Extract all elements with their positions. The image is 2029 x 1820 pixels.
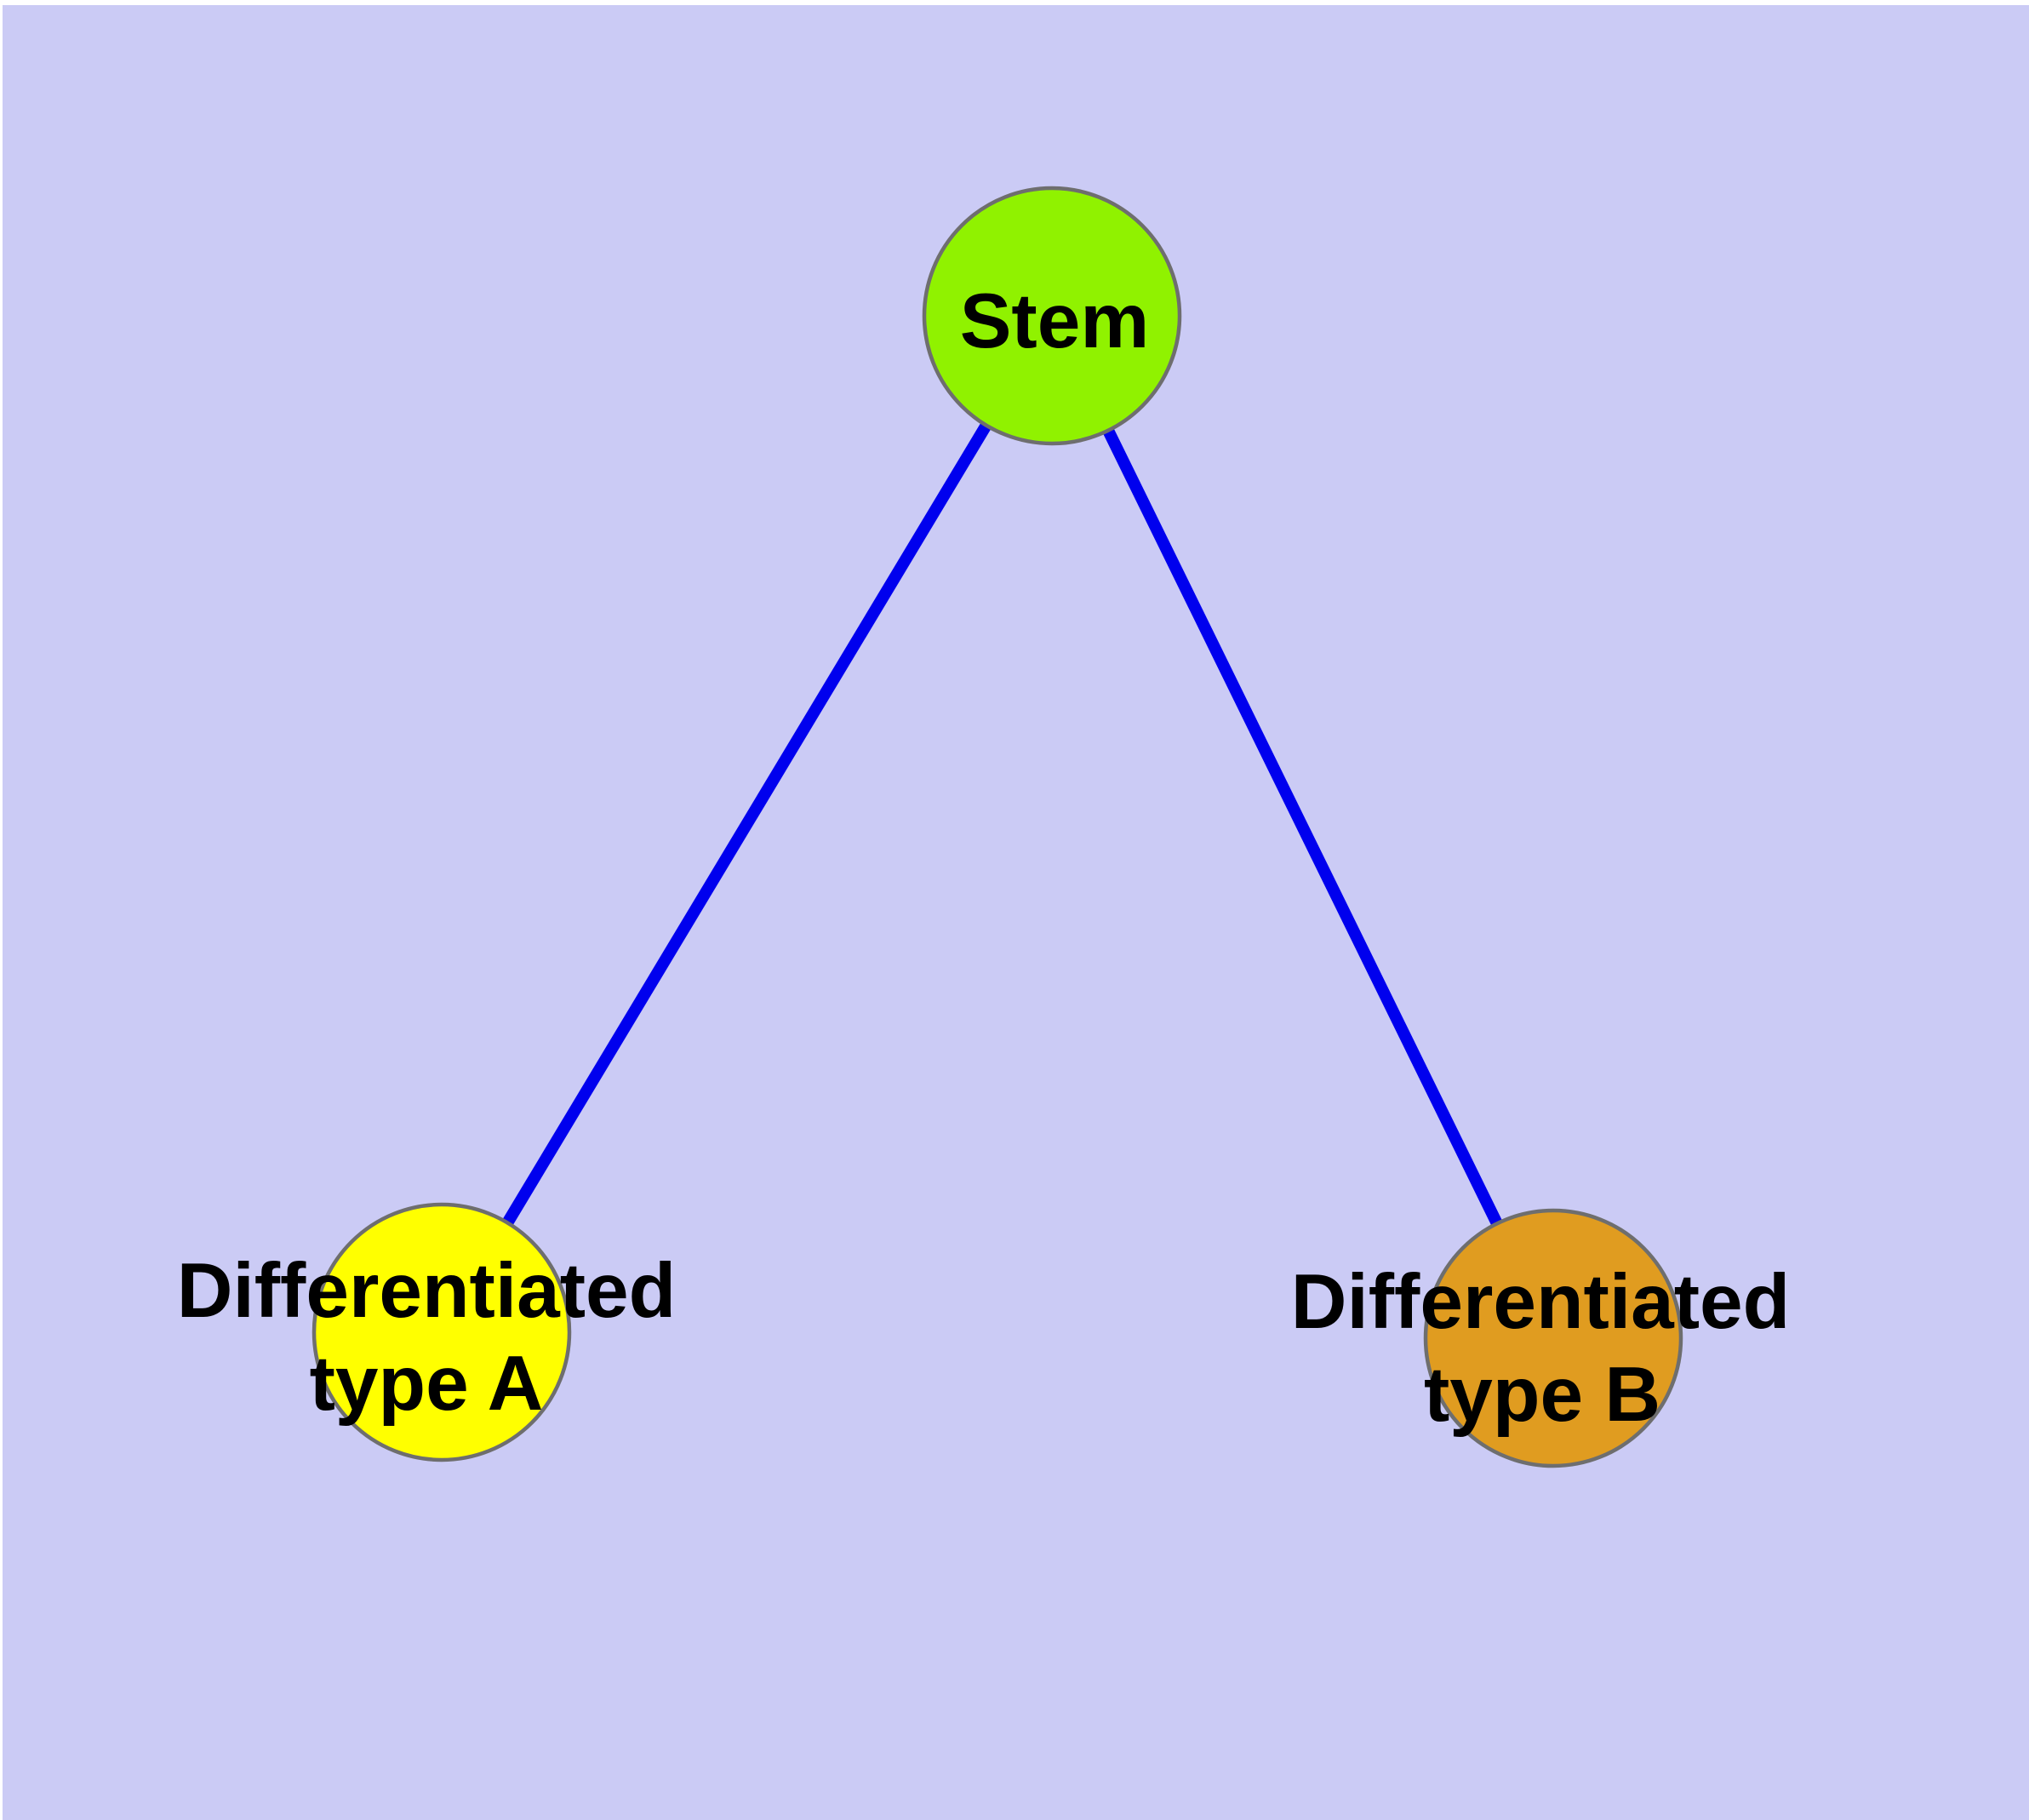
node-type-a-label-line2: type A (310, 1341, 544, 1427)
node-stem: Stem (922, 186, 1182, 446)
node-type-b-circle (1423, 1208, 1683, 1468)
edges (436, 312, 1559, 1342)
node-stem-label: Stem (960, 278, 1150, 364)
node-type-a-label-line1: Differentiated (177, 1248, 677, 1334)
edge-stem-to-type-b (1046, 312, 1559, 1342)
node-differentiated-type-b: Differentiated type B (1291, 1208, 1791, 1468)
node-differentiated-type-a: Differentiated type A (177, 1202, 677, 1462)
edge-stem-to-type-a (436, 312, 1058, 1336)
node-stem-circle (922, 186, 1182, 446)
node-type-a-circle (311, 1202, 572, 1462)
node-type-b-label-line1: Differentiated (1291, 1259, 1791, 1345)
node-type-b-label-line2: type B (1424, 1352, 1660, 1438)
